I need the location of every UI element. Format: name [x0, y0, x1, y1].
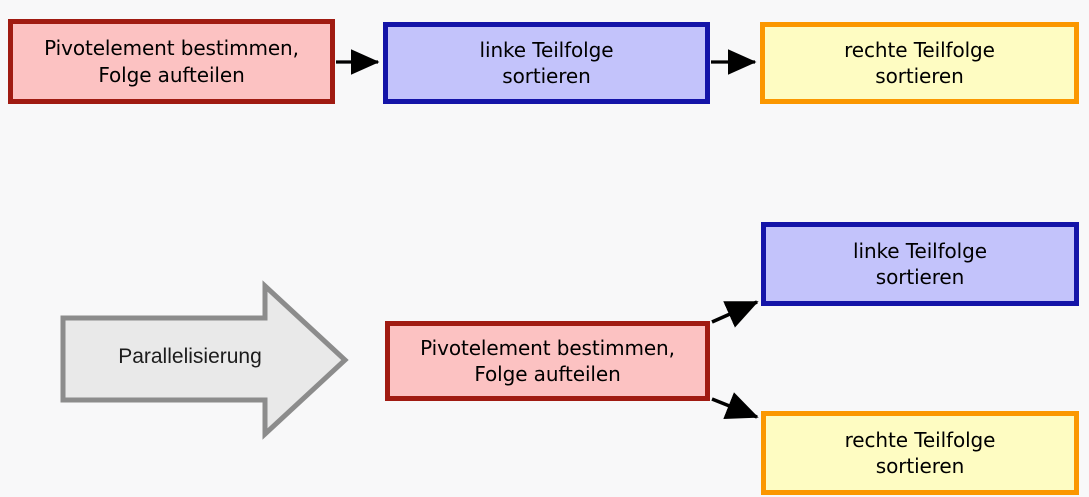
- node-pivot-split-parallel[interactable]: Pivotelement bestimmen, Folge aufteilen: [385, 321, 710, 401]
- node-label: linke Teilfolge sortieren: [853, 238, 987, 289]
- node-label: Pivotelement bestimmen, Folge aufteilen: [420, 335, 675, 386]
- node-label: linke Teilfolge sortieren: [479, 37, 614, 88]
- connector-split-to-left-parallel: [711, 300, 759, 328]
- node-sort-right-parallel[interactable]: rechte Teilfolge sortieren: [761, 411, 1079, 495]
- node-label: rechte Teilfolge sortieren: [844, 37, 995, 88]
- node-label: rechte Teilfolge sortieren: [844, 427, 996, 478]
- node-label: Pivotelement bestimmen, Folge aufteilen: [44, 36, 299, 87]
- node-sort-left-sequential[interactable]: linke Teilfolge sortieren: [383, 22, 710, 104]
- node-sort-left-parallel[interactable]: linke Teilfolge sortieren: [761, 222, 1079, 306]
- node-sort-right-sequential[interactable]: rechte Teilfolge sortieren: [760, 22, 1079, 104]
- parallelisierung-label: Parallelisierung: [118, 345, 262, 368]
- node-pivot-split-sequential[interactable]: Pivotelement bestimmen, Folge aufteilen: [8, 19, 335, 104]
- connector-split-to-right-parallel: [711, 392, 759, 420]
